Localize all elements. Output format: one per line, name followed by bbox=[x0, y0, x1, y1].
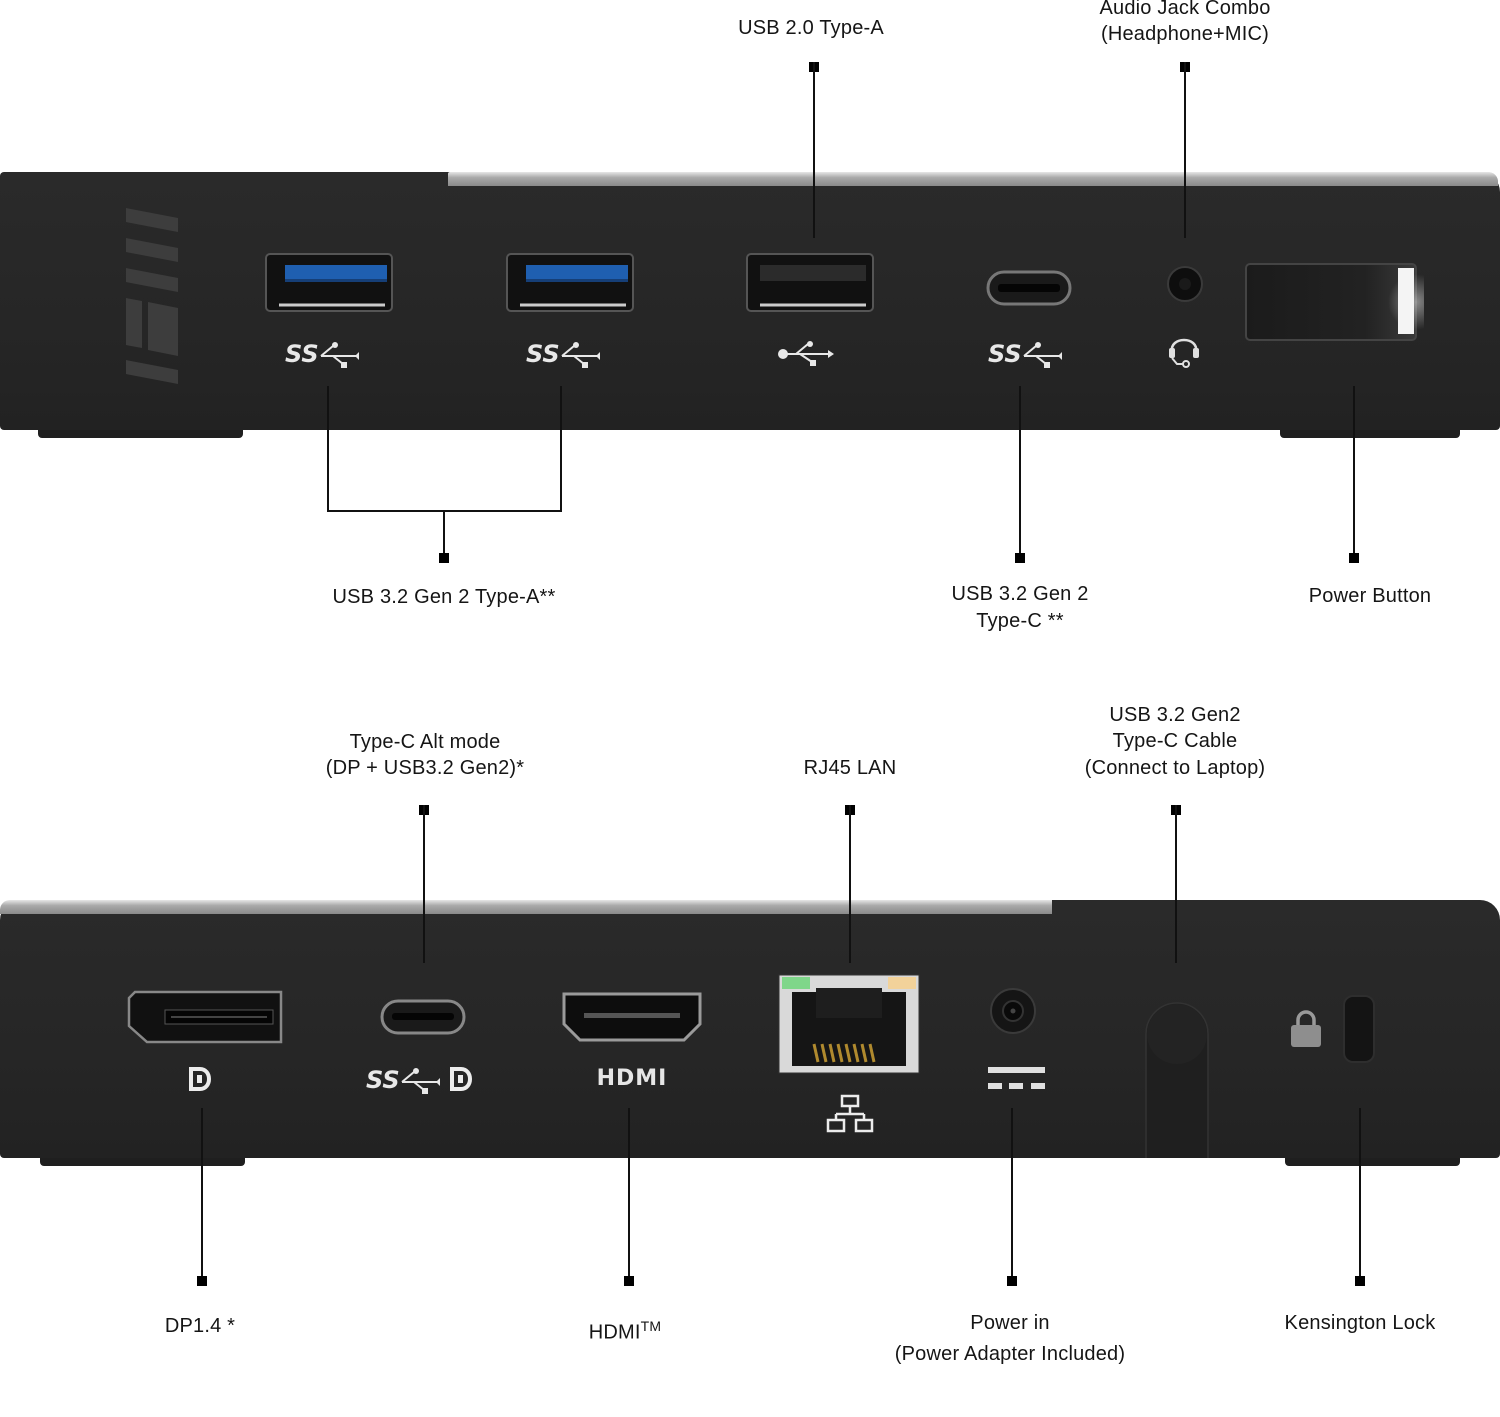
callout-dot bbox=[1007, 1276, 1017, 1286]
callout-line bbox=[1353, 386, 1355, 558]
label-power-button: Power Button bbox=[1308, 585, 1432, 607]
label-kensington: Kensington Lock bbox=[1284, 1312, 1436, 1334]
displayport-port[interactable] bbox=[125, 990, 285, 1046]
device-foot bbox=[1280, 430, 1460, 438]
callout-dot bbox=[439, 553, 449, 563]
usb-ss-icon: SS bbox=[366, 1064, 442, 1096]
label-hdmi-text: HDMI bbox=[588, 1321, 641, 1344]
label-cable-line2: Type-C Cable bbox=[1112, 730, 1238, 752]
label-dp: DP1.4 * bbox=[164, 1315, 236, 1337]
callout-dot bbox=[1015, 553, 1025, 563]
label-audio-jack-line2: (Headphone+MIC) bbox=[1100, 23, 1270, 45]
callout-line bbox=[849, 805, 851, 963]
msi-logo-icon bbox=[122, 208, 182, 393]
callout-line bbox=[1175, 805, 1177, 963]
hdmi-logo-icon: HDMI bbox=[596, 1066, 668, 1091]
displayport-icon bbox=[449, 1066, 477, 1092]
svg-text:SS: SS bbox=[526, 340, 560, 368]
svg-text:SS: SS bbox=[366, 1066, 400, 1094]
callout-dot bbox=[1349, 553, 1359, 563]
callout-line bbox=[327, 386, 329, 512]
dc-power-icon bbox=[988, 1066, 1046, 1092]
label-rj45: RJ45 LAN bbox=[803, 757, 897, 779]
silver-trim-top bbox=[448, 172, 1498, 186]
callout-line bbox=[628, 1108, 630, 1280]
usb-ss-icon: SS bbox=[526, 338, 602, 370]
label-hdmi: HDMITM bbox=[580, 1313, 670, 1346]
type-c-alt-mode-port[interactable] bbox=[380, 999, 466, 1035]
hdmi-port[interactable] bbox=[560, 990, 704, 1046]
usb-3-2-type-c-port[interactable] bbox=[986, 270, 1072, 306]
device-foot bbox=[1285, 1158, 1460, 1166]
usb-icon bbox=[776, 340, 836, 368]
callout-line bbox=[560, 386, 562, 512]
svg-text:SS: SS bbox=[988, 340, 1022, 368]
label-usb-3-2-type-a: USB 3.2 Gen 2 Type-A** bbox=[332, 586, 556, 608]
label-power-in-line2: (Power Adapter Included) bbox=[894, 1343, 1126, 1365]
trademark-mark: TM bbox=[640, 1318, 662, 1334]
dc-power-in-port[interactable] bbox=[989, 987, 1037, 1035]
label-audio-jack-line1: Audio Jack Combo bbox=[1099, 0, 1271, 19]
label-cable-line3: (Connect to Laptop) bbox=[1084, 757, 1266, 779]
callout-line bbox=[1011, 1108, 1013, 1280]
callout-line bbox=[1359, 1108, 1361, 1280]
silver-trim-top bbox=[0, 900, 1052, 914]
label-usb-3-2-type-c-line2: Type-C ** bbox=[976, 610, 1064, 632]
displayport-icon bbox=[188, 1066, 216, 1092]
callout-line bbox=[813, 62, 815, 238]
audio-jack-port[interactable] bbox=[1166, 265, 1204, 303]
callout-dot bbox=[197, 1276, 207, 1286]
callout-line bbox=[423, 805, 425, 963]
callout-line bbox=[443, 510, 445, 558]
usb-3-2-type-a-port-1[interactable] bbox=[265, 253, 393, 313]
usb-3-2-type-a-port-2[interactable] bbox=[506, 253, 634, 313]
label-power-in-line1: Power in bbox=[970, 1312, 1050, 1334]
device-foot bbox=[40, 1158, 245, 1166]
label-usb-2-0: USB 2.0 Type-A bbox=[738, 17, 884, 39]
label-cable-line1: USB 3.2 Gen2 bbox=[1109, 704, 1241, 726]
rj45-lan-port[interactable] bbox=[778, 974, 920, 1074]
callout-line bbox=[201, 1108, 203, 1280]
label-type-c-alt-line2: (DP + USB3.2 Gen2)* bbox=[325, 757, 525, 779]
lock-icon bbox=[1290, 1008, 1322, 1048]
svg-text:SS: SS bbox=[285, 340, 319, 368]
callout-dot bbox=[1355, 1276, 1365, 1286]
callout-dot bbox=[624, 1276, 634, 1286]
callout-line bbox=[1019, 386, 1021, 558]
usb-ss-icon: SS bbox=[988, 338, 1064, 370]
label-type-c-alt-line1: Type-C Alt mode bbox=[349, 731, 501, 753]
label-usb-3-2-type-c-line1: USB 3.2 Gen 2 bbox=[951, 583, 1089, 605]
usb-2-0-type-a-port[interactable] bbox=[746, 253, 874, 313]
headset-icon bbox=[1167, 328, 1201, 370]
power-button[interactable] bbox=[1244, 262, 1424, 342]
device-foot bbox=[38, 430, 243, 438]
network-icon bbox=[826, 1094, 874, 1134]
type-c-cable-exit bbox=[1144, 1002, 1210, 1160]
kensington-lock-slot[interactable] bbox=[1343, 995, 1375, 1063]
usb-ss-icon: SS bbox=[285, 338, 361, 370]
callout-line bbox=[1184, 62, 1186, 238]
